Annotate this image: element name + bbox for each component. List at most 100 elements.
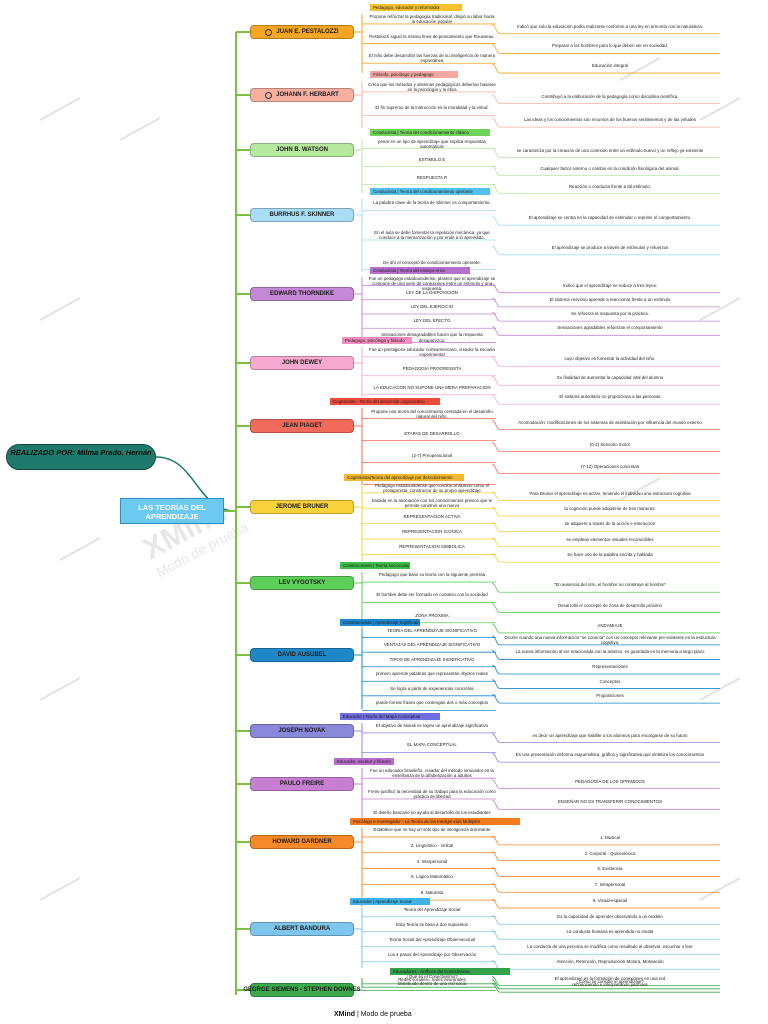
leaf-david-ausubel-4[interactable]: TIPOS DE APRENDIZAJE SIGNIFICATIVO: [389, 656, 475, 662]
leaf-paulo-freire-1[interactable]: PEDAGOGÍA DE LOS OPRIMIDOS: [575, 778, 645, 784]
leaf-edward-thorndike-1[interactable]: Indicó que el aprendizaje se reduce a tr…: [562, 282, 658, 288]
topic-jean-piaget[interactable]: JEAN PIAGET: [250, 419, 354, 433]
topic-burrhus-f-skinner[interactable]: BURRHUS F. SKINNER: [250, 208, 354, 222]
leaf-albert-bandura-4[interactable]: Teoría Social del Aprendizaje Observacio…: [389, 936, 475, 942]
leaf-burrhus-f-skinner-4[interactable]: De ahí el concepto de condicionamiento o…: [383, 259, 481, 265]
leaf-joseph-novak-0[interactable]: El objetivo de Novak es lograr un aprend…: [375, 722, 489, 728]
leaf-juan-e-pestalozzi-4[interactable]: El niño debe desarrollar las fuerzas de …: [368, 53, 496, 64]
leaf-albert-bandura-5[interactable]: La conducta de una persona se modifica c…: [527, 944, 693, 950]
leaf-george-siemens-stephen-downes-5[interactable]: reconociendo e interpretando patrones: [572, 982, 648, 988]
leaf-george-siemens-stephen-downes-4[interactable]: Distribuido dentro de una red socia: [397, 980, 467, 986]
leaf-george-siemens-stephen-downes-2[interactable]: Redes sociales= redes neuronales: [398, 977, 466, 983]
leaf-howard-gardner-2[interactable]: 2. Lingüístico - Verbal: [410, 842, 454, 848]
leaf-john-b-watson-1[interactable]: se caracteriza por la creación de una co…: [516, 147, 704, 153]
leaf-john-b-watson-5[interactable]: Reacción o conducta frente a tal estímul…: [568, 183, 651, 189]
leaf-juan-e-pestalozzi-3[interactable]: Preparar a los hombres para lo que deben…: [552, 43, 668, 49]
leaf-joseph-novak-1[interactable]: es decir un aprendizaje que habilite a l…: [532, 732, 688, 738]
leaf-jerome-bruner-7[interactable]: se emplean elementos visuales reconocibl…: [566, 536, 654, 542]
leaf-albert-bandura-6[interactable]: Los 4 pasos del Aprendizaje por Observac…: [387, 951, 477, 957]
topic-jerome-bruner[interactable]: JEROME BRUNER: [250, 500, 354, 514]
leaf-howard-gardner-4[interactable]: 4. Interpersonal: [416, 858, 448, 864]
leaf-jerome-bruner-5[interactable]: se adquiere a través de la acción e inte…: [564, 521, 656, 527]
leaf-jerome-bruner-6[interactable]: REPRESENTACION ICONICA: [402, 529, 462, 535]
leaf-john-b-watson-3[interactable]: Cualquier factor externo o cambio en la …: [540, 165, 680, 171]
topic-paulo-freire[interactable]: PAULO FREIRE: [250, 777, 354, 791]
topic-john-dewey[interactable]: JOHN DEWEY: [250, 356, 354, 370]
leaf-edward-thorndike-8[interactable]: sensaciones desagradables hacen que la r…: [381, 332, 483, 343]
topic-george-siemens-stephen-downes[interactable]: GEORGE SIEMENS - STEPHEN DOWNES: [243, 983, 361, 997]
topic-albert-bandura[interactable]: ALBERT BANDURA: [250, 922, 354, 936]
leaf-howard-gardner-3[interactable]: 3. Corporal - Quinestésica: [584, 850, 636, 856]
leaf-burrhus-f-skinner-3[interactable]: El aprendizaje se produce a través de es…: [551, 244, 669, 250]
leaf-edward-thorndike-5[interactable]: Se refuerza la respuesta por la práctica…: [571, 311, 649, 317]
leaf-lev-vygotsky-0[interactable]: Pedagogo que basó su teoría con la sigui…: [378, 572, 486, 578]
leaf-juan-e-pestalozzi-0[interactable]: Propone refrorzar la pedagogía tradicion…: [369, 13, 495, 25]
leaf-howard-gardner-1[interactable]: 1. Musical: [600, 834, 620, 840]
leaf-john-dewey-3[interactable]: Su finalidad de aumentar la capacidad vi…: [556, 375, 664, 381]
leaf-lev-vygotsky-4[interactable]: ZONA PROXIMA: [415, 612, 449, 618]
leaf-david-ausubel-0[interactable]: TEORIA DEL APRENDIZAJE SIGNIFICATIVO: [386, 627, 478, 633]
leaf-howard-gardner-0[interactable]: Establece que no hay un sólo tipo de int…: [373, 826, 491, 832]
leaf-jerome-bruner-9[interactable]: Se hace uso de la palabra escrita y habl…: [567, 552, 653, 558]
leaf-john-dewey-1[interactable]: cuyo objetivo es fomentar la actividad d…: [564, 356, 656, 362]
leaf-edward-thorndike-0[interactable]: Fue un pedagogo estadounidense, planteó …: [368, 275, 496, 291]
leaf-john-dewey-4[interactable]: LA EDUCACION NO SUPONE UNA MERA PREPARAC…: [373, 384, 491, 390]
leaf-johann-f-herbart-3[interactable]: Las ideas y los conocimientos son recurs…: [523, 117, 697, 123]
leaf-edward-thorndike-3[interactable]: El sistema nervioso aprende a reaccionar…: [549, 296, 671, 302]
leaf-jerome-bruner-2[interactable]: basada en la asociación con los conocimi…: [371, 498, 493, 509]
leaf-jean-piaget-0[interactable]: Propone una teoría del conocimiento cent…: [371, 408, 493, 419]
leaf-howard-gardner-6[interactable]: 6. Lógico Matemático: [411, 874, 453, 880]
topic-joseph-novak[interactable]: JOSEPH NOVAK: [250, 724, 354, 738]
leaf-edward-thorndike-2[interactable]: LEY DE LA DISPOSICIÓN: [406, 289, 458, 295]
leaf-lev-vygotsky-2[interactable]: El hombre debe ser formado en contacto c…: [376, 592, 488, 598]
leaf-david-ausubel-8[interactable]: Se logra a partir de experiencias concre…: [390, 685, 474, 691]
leaf-albert-bandura-7[interactable]: Atención, Retención, Reproducción Motora…: [556, 959, 664, 965]
leaf-albert-bandura-3[interactable]: La conducta humana es aprendida no innat…: [566, 929, 654, 935]
leaf-burrhus-f-skinner-1[interactable]: El aprendizaje se centra en la capacidad…: [528, 215, 692, 221]
leaf-albert-bandura-2[interactable]: Esta Teoría se basa a dos supuestos: [396, 921, 468, 927]
leaf-edward-thorndike-7[interactable]: Sensaciones agradables refuerzan el comp…: [557, 325, 663, 331]
topic-david-ausubel[interactable]: DAVID AUSUBEL: [250, 648, 354, 662]
topic-edward-thorndike[interactable]: EDWARD THORNDIKE: [250, 287, 354, 301]
leaf-paulo-freire-0[interactable]: Fue un educador brasileño, creador del m…: [370, 768, 494, 779]
leaf-joseph-novak-3[interactable]: Es una presentación deforma esquemática,…: [515, 752, 705, 758]
leaf-george-siemens-stephen-downes-3[interactable]: ¿Cómo se concibe el aprendizaje?: [576, 978, 644, 984]
leaf-jerome-bruner-4[interactable]: REPRESENTACION ACTIVA: [403, 513, 461, 519]
leaf-john-b-watson-2[interactable]: ESTIMULO E: [418, 156, 446, 162]
leaf-john-b-watson-4[interactable]: RESPUESTA R: [416, 174, 448, 180]
leaf-albert-bandura-1[interactable]: Es la capacidad de aprender observando a…: [557, 914, 663, 920]
leaf-paulo-freire-4[interactable]: El diseño bancario no ayuda al desarroll…: [373, 809, 491, 815]
leaf-george-siemens-stephen-downes-0[interactable]: ¿Qué es el Conectivismo?: [406, 973, 458, 979]
leaf-paulo-freire-2[interactable]: Freire justificó la necesidad de su trab…: [368, 789, 496, 800]
leaf-david-ausubel-1[interactable]: Ocurre cuando una nueva información "se …: [504, 634, 716, 646]
leaf-joseph-novak-2[interactable]: EL MAPA CONCEPTUAL: [407, 742, 457, 748]
leaf-howard-gardner-9[interactable]: 9. Visual-espacial: [592, 898, 628, 904]
leaf-david-ausubel-5[interactable]: Representaciones: [592, 664, 628, 669]
leaf-john-b-watson-0[interactable]: penar en un tipo de aprendizaje que impl…: [378, 138, 486, 149]
leaf-jerome-bruner-1[interactable]: Para Bruner el aprendizaje es activo, te…: [529, 490, 691, 496]
leaf-david-ausubel-10[interactable]: puede formar frases que contengan dos o …: [375, 700, 489, 706]
leaf-jean-piaget-3[interactable]: (0-2) Sensorio motor: [589, 441, 631, 447]
leaf-jean-piaget-5[interactable]: (7-12) Operaciones concretas: [580, 463, 640, 469]
topic-howard-gardner[interactable]: HOWARD GARDNER: [250, 835, 354, 849]
leaf-johann-f-herbart-1[interactable]: Contribuyó a la elaboración de la pedago…: [541, 93, 679, 99]
leaf-lev-vygotsky-5[interactable]: ANDAMIAJE: [597, 622, 623, 628]
leaf-david-ausubel-3[interactable]: La nueva información al ser relacionada …: [515, 649, 705, 655]
leaf-lev-vygotsky-1[interactable]: "En ausencia del otro, el hombre no cons…: [553, 582, 667, 588]
leaf-david-ausubel-6[interactable]: primero aprende palabras que representan…: [375, 671, 489, 677]
leaf-johann-f-herbart-2[interactable]: El fin supremo de la instrucción es la m…: [375, 105, 489, 111]
leaf-david-ausubel-9[interactable]: Proposiciones: [596, 693, 624, 699]
leaf-david-ausubel-2[interactable]: VENTAJAS DEL APRENDIZAJE SIGNIFICATIVO: [383, 642, 481, 648]
leaf-juan-e-pestalozzi-5[interactable]: Educación integral: [591, 63, 629, 69]
leaf-burrhus-f-skinner-2[interactable]: En el aula se debe fomentar la repetició…: [374, 230, 490, 241]
leaf-johann-f-herbart-0[interactable]: Creía que los métodos y sistemas pedagóg…: [368, 81, 496, 93]
leaf-john-dewey-5[interactable]: El sistema autoritario no proporciona a …: [559, 394, 661, 400]
central-topic[interactable]: LAS TEORÍAS DEL APRENDIZAJE: [120, 498, 224, 524]
leaf-john-dewey-2[interactable]: PEDAGOGIA PROGRESISTA: [402, 365, 462, 371]
topic-juan-e-pestalozzi[interactable]: JUAN E. PESTALOZZI: [250, 25, 354, 39]
topic-lev-vygotsky[interactable]: LEV VYGOTSKY: [250, 576, 354, 590]
leaf-lev-vygotsky-3[interactable]: Desarrolló el concepto de zona de desarr…: [558, 602, 662, 608]
author-node[interactable]: REALIZADO POR: Milma Prado, Hernán: [6, 444, 156, 470]
leaf-jean-piaget-1[interactable]: Acomodación: modificaciones de los siste…: [518, 419, 702, 425]
leaf-howard-gardner-7[interactable]: 7. Intrapersonal: [594, 882, 626, 888]
